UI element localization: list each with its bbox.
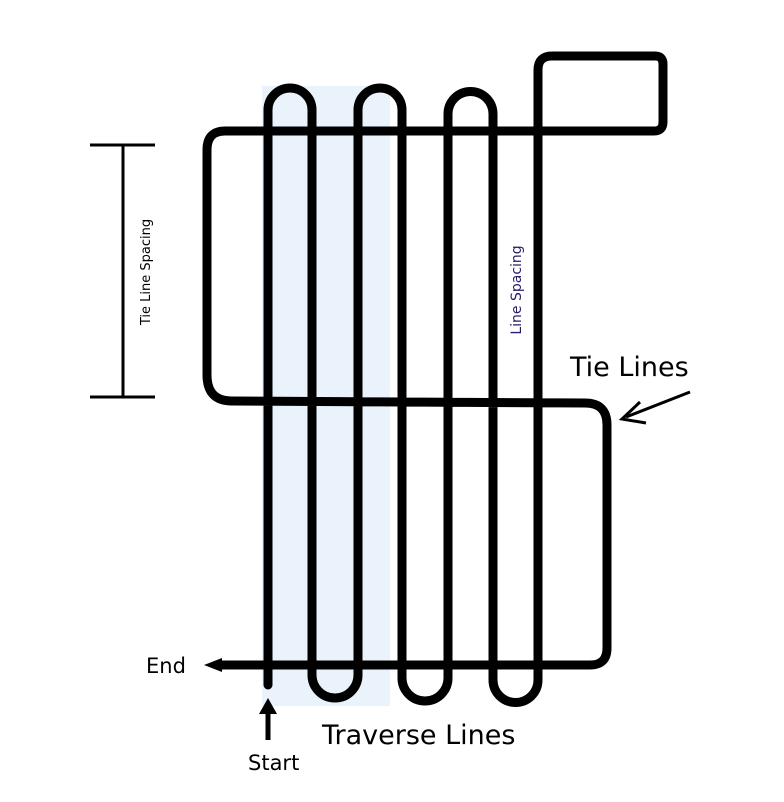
tie-lines-label: Tie Lines bbox=[569, 352, 689, 383]
end-label: End bbox=[146, 654, 186, 678]
tie-line-spacing-label: Tie Line Spacing bbox=[139, 219, 154, 326]
start-arrow bbox=[259, 698, 277, 740]
flight-path bbox=[202, 51, 668, 707]
line-spacing-label: Line Spacing bbox=[509, 245, 525, 334]
tie-lines-pointer bbox=[618, 390, 691, 425]
tie-line-spacing-bracket bbox=[90, 143, 155, 399]
start-label: Start bbox=[248, 751, 299, 775]
end-arrowhead bbox=[204, 658, 222, 672]
covered-area-highlight bbox=[262, 86, 390, 706]
traverse-lines-label: Traverse Lines bbox=[321, 720, 515, 751]
traverse-and-tie-path bbox=[202, 51, 668, 707]
